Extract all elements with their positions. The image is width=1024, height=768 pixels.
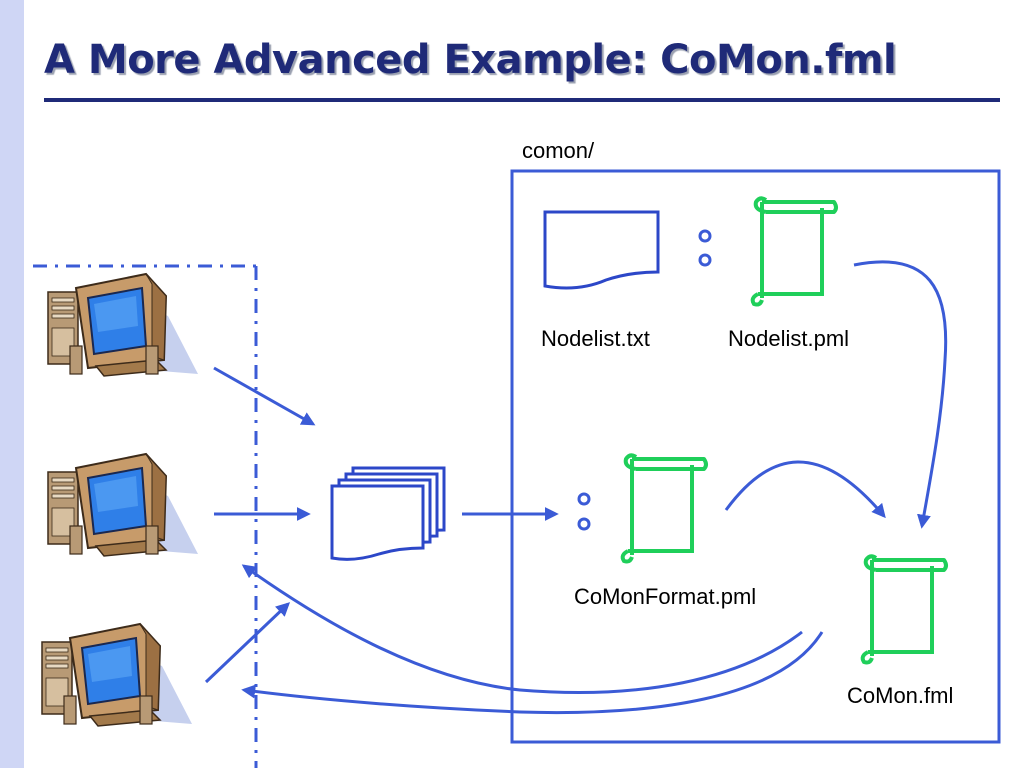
document-icon [543, 210, 660, 290]
left-accent-strip [0, 0, 24, 768]
colon-icon [698, 229, 712, 267]
colon-icon [577, 492, 591, 531]
comon-fml-label: CoMon.fml [847, 683, 953, 708]
arrow-comonformat-to-comon [724, 460, 886, 519]
folder-label: comon/ [522, 138, 595, 163]
slide-title: A More Advanced Example: CoMon.fml [44, 37, 897, 83]
arrow-computer1-to-stack [213, 366, 316, 426]
arrow-comon-return-upper [241, 564, 803, 695]
comonformat-pml-label: CoMonFormat.pml [574, 584, 756, 609]
scroll-icon [860, 554, 948, 665]
computer-icon [41, 623, 193, 727]
document-stack-icon [330, 466, 446, 561]
nodelist-pml-label: Nodelist.pml [728, 326, 849, 351]
arrow-computer3-to-boundary [204, 602, 291, 684]
scroll-icon [620, 453, 708, 564]
nodelist-txt-label: Nodelist.txt [541, 326, 650, 351]
scroll-icon [750, 196, 838, 307]
computer-icon [47, 273, 199, 377]
title-underline [44, 98, 1000, 102]
arrow-comon-return-lower [241, 631, 824, 715]
folder-container [510, 169, 1001, 744]
arrow-nodelist-to-comon [853, 260, 948, 529]
computer-icon [47, 453, 199, 557]
